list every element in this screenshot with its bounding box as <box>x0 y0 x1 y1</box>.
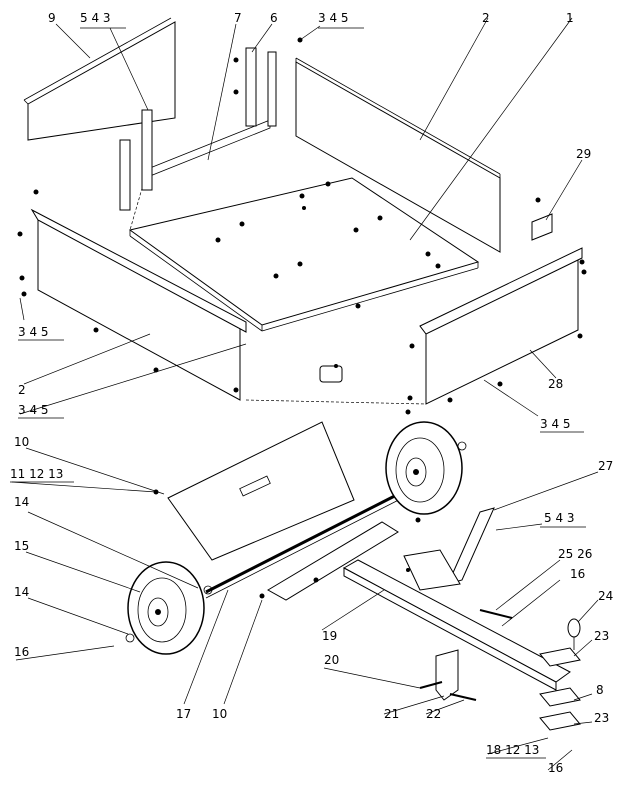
tow-bar-19 <box>342 559 571 691</box>
hitch-bracket-21 <box>435 649 459 701</box>
label-16-bottom: 16 <box>548 761 563 775</box>
label-23-upper: 23 <box>594 629 609 643</box>
label-29: 29 <box>576 147 591 161</box>
pin-22 <box>449 693 477 701</box>
axle-mount-10 <box>266 521 399 601</box>
label-3-4-5-top: 3 4 5 <box>318 11 349 25</box>
label-27: 27 <box>598 459 613 473</box>
label-20: 20 <box>324 653 339 667</box>
back-wall-panel <box>295 57 501 253</box>
floor-bolts <box>215 181 441 368</box>
cart-floor-panel <box>128 177 480 332</box>
label-underlines <box>10 27 586 759</box>
hitch-plate-8 <box>539 687 581 707</box>
label-18-12-13: 18 12 13 <box>486 743 539 757</box>
label-10-top: 10 <box>14 435 29 449</box>
label-7: 7 <box>234 11 242 25</box>
label-1: 1 <box>566 11 574 25</box>
axle-17 <box>205 476 431 599</box>
side-bolts <box>17 37 587 415</box>
label-24: 24 <box>598 589 613 603</box>
center-latch <box>319 365 343 383</box>
front-panel-9 <box>23 17 176 141</box>
right-side-wall <box>245 247 583 405</box>
hitch-plate-23-lower <box>539 711 581 731</box>
label-21: 21 <box>384 707 399 721</box>
label-25-26: 25 26 <box>558 547 592 561</box>
label-3-4-5-left: 3 4 5 <box>18 325 49 339</box>
label-15: 15 <box>14 539 29 553</box>
pin-20 <box>419 681 443 689</box>
label-3-4-5-right: 3 4 5 <box>540 417 571 431</box>
label-28: 28 <box>548 377 563 391</box>
label-17: 17 <box>176 707 191 721</box>
corner-bracket-29 <box>531 213 553 241</box>
hitch-ring-24 <box>567 618 581 650</box>
label-3-4-5-mid: 3 4 5 <box>18 403 49 417</box>
label-2-bottom: 2 <box>18 383 26 397</box>
left-side-wall <box>30 208 247 401</box>
label-8: 8 <box>596 683 604 697</box>
corner-bracket-left <box>119 109 153 211</box>
label-6: 6 <box>270 11 278 25</box>
part-labels: 9 5 4 3 7 6 3 4 5 2 1 29 3 4 5 2 3 4 5 2… <box>10 11 613 775</box>
pin-25-26 <box>479 609 513 619</box>
wheel-left <box>127 561 205 655</box>
label-14-bottom: 14 <box>14 585 29 599</box>
leader-lines <box>11 17 599 771</box>
label-23-lower: 23 <box>594 711 609 725</box>
label-14-top: 14 <box>14 495 29 509</box>
label-16-left: 16 <box>14 645 29 659</box>
corner-bracket-6 <box>245 47 277 127</box>
axle-bracket-plate <box>167 421 355 561</box>
label-19: 19 <box>322 629 337 643</box>
support-strut-27 <box>403 507 495 591</box>
label-16-right: 16 <box>570 567 585 581</box>
label-11-12-13: 11 12 13 <box>10 467 63 481</box>
label-5-4-3-right: 5 4 3 <box>544 511 575 525</box>
label-22: 22 <box>426 707 441 721</box>
wheel-right <box>385 421 463 515</box>
label-5-4-3-top: 5 4 3 <box>80 11 111 25</box>
label-10-bottom: 10 <box>212 707 227 721</box>
label-2-top: 2 <box>482 11 490 25</box>
hitch-plate-23-upper <box>539 647 581 667</box>
label-9: 9 <box>48 11 56 25</box>
